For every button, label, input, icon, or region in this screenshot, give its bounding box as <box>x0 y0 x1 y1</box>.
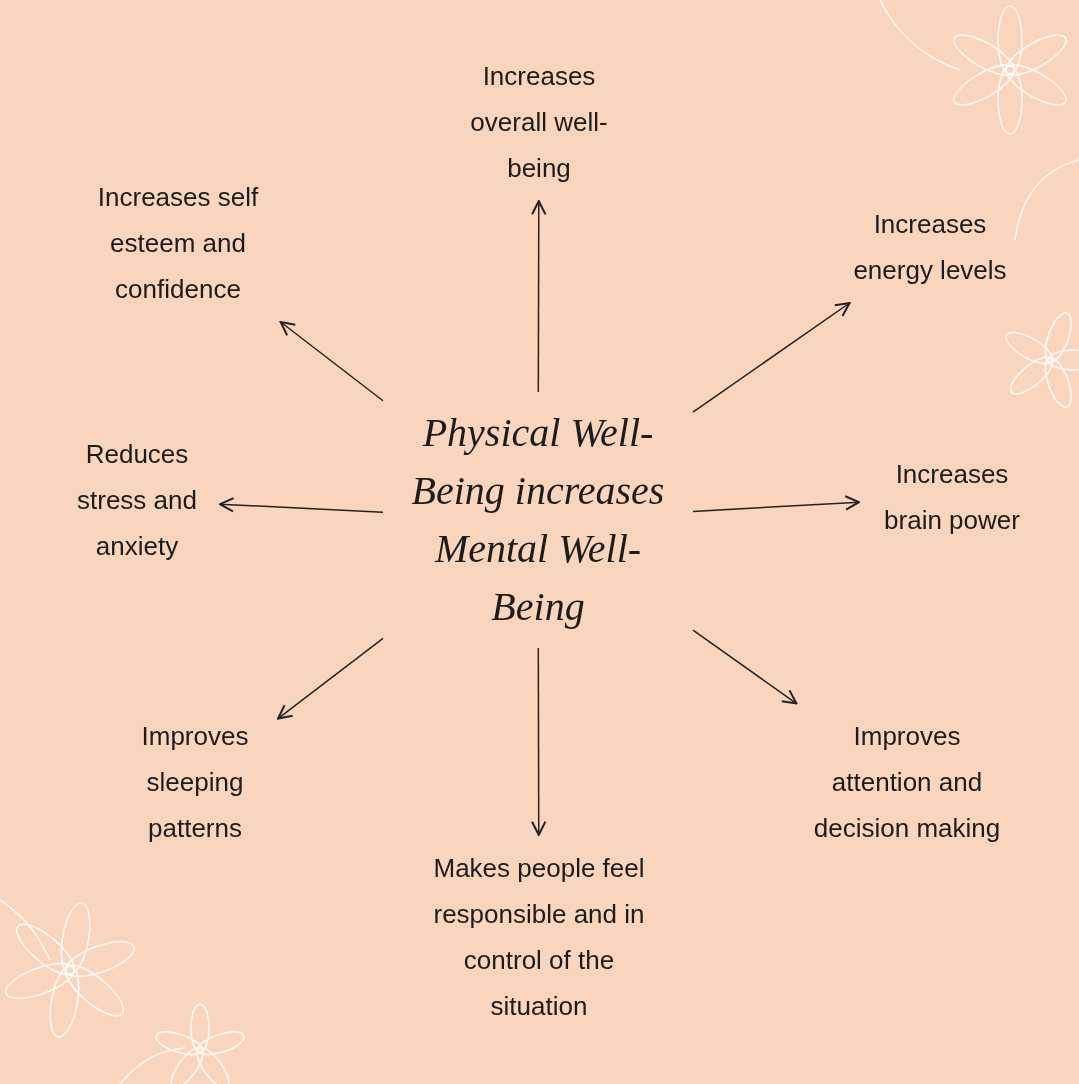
node-text: Increases brain power <box>869 451 1035 543</box>
benefit-text: Increases overall well-being <box>444 51 634 193</box>
node-text: Makes people feel responsible and in con… <box>421 845 657 1029</box>
benefit-text: Makes people feel responsible and in con… <box>419 843 659 1031</box>
arrow-connector <box>220 504 383 512</box>
node-text: Physical Well-Being increases Mental Wel… <box>395 404 681 636</box>
arrow-connector <box>278 638 383 718</box>
central-statement: Physical Well-Being increases Mental Wel… <box>393 402 683 638</box>
node-text: Improves sleeping patterns <box>122 713 268 851</box>
benefit-text: Increases energy levels <box>835 199 1025 295</box>
node-text: Improves attention and decision making <box>807 713 1008 851</box>
arrow-connector <box>693 303 850 412</box>
arrow-connector <box>693 630 797 703</box>
node-text: Reduces stress and anxiety <box>64 431 210 569</box>
benefit-text: Improves sleeping patterns <box>120 711 270 853</box>
benefit-text: Increases self esteem and confidence <box>73 172 283 314</box>
node-text: Increases energy levels <box>837 201 1023 293</box>
node-text: Increases self esteem and confidence <box>75 174 281 312</box>
benefit-text: Improves attention and decision making <box>805 711 1010 853</box>
benefit-text: Increases brain power <box>867 449 1037 545</box>
arrow-connector <box>538 201 540 392</box>
arrow-connector <box>693 502 859 511</box>
benefit-text: Reduces stress and anxiety <box>62 429 212 571</box>
node-text: Increases overall well-being <box>446 53 632 191</box>
arrow-connector <box>281 322 383 401</box>
arrow-connector <box>538 648 540 835</box>
